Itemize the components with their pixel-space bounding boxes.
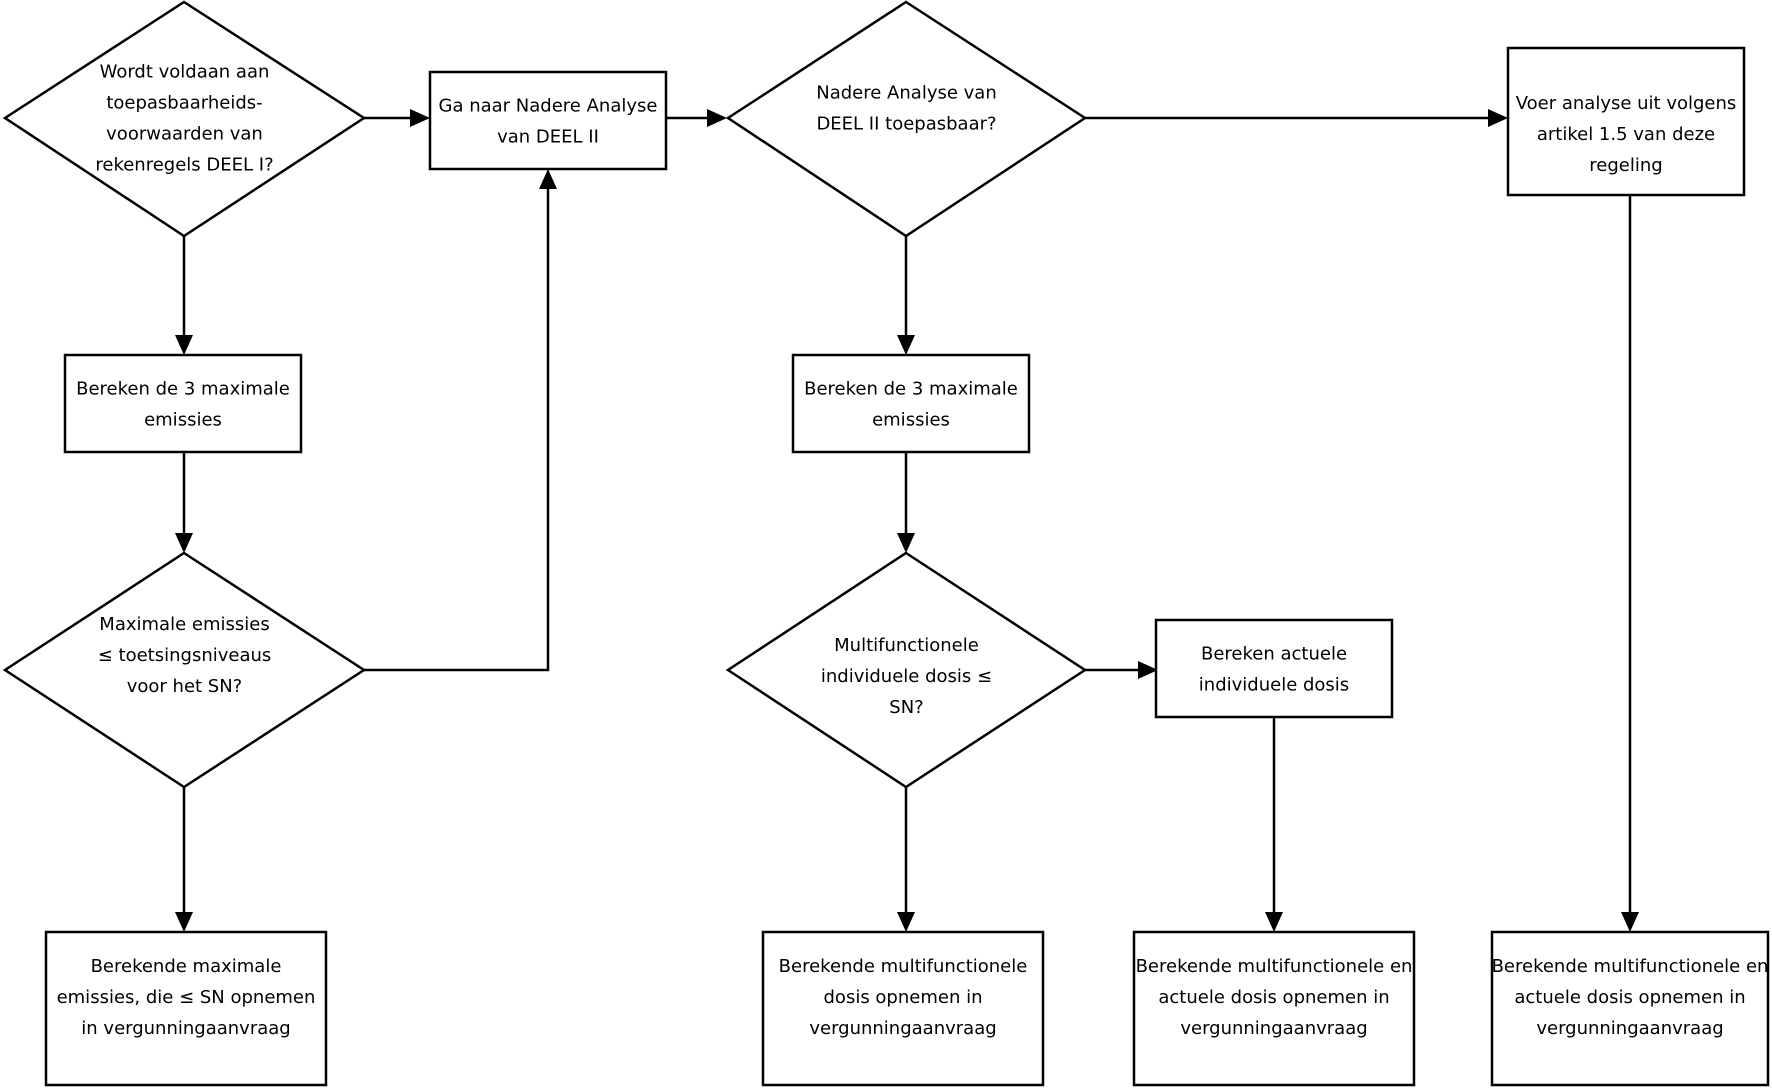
node-label-line: artikel 1.5 van deze (1537, 124, 1715, 145)
node-label-line: Berekende multifunctionele en (1136, 956, 1413, 977)
process-box (1154, 618, 1394, 719)
node-label-line: vergunningaanvraag (1180, 1018, 1367, 1039)
node-label-line: dosis opnemen in (824, 987, 983, 1008)
arrowhead-r3-top (1265, 912, 1283, 932)
node-label-line: Berekende multifunctionele (779, 956, 1028, 977)
process-box (63, 353, 303, 454)
result-box (44, 930, 328, 1087)
arrowhead-analyse-left (1488, 109, 1508, 127)
decision-diamond (2, 551, 367, 789)
node-label: Maximale emissies ≤ toetsingsniveaus voor … (98, 614, 272, 697)
node-label-line: voor het SN? (127, 676, 243, 697)
node-label-line: Bereken actuele (1201, 644, 1347, 665)
node-label-line: rekenregels DEEL I? (95, 155, 273, 176)
process-voer-analyse-uit: Voer analyse uit volgens artikel 1.5 van … (1506, 46, 1746, 197)
node-label-line: emissies, die ≤ SN opnemen (57, 987, 316, 1008)
arrowhead-calc1-top (175, 335, 193, 355)
node-label-line: Wordt voldaan aan (100, 62, 270, 83)
arrowhead-actuele-left (1138, 661, 1158, 679)
node-label-line: regeling (1589, 155, 1662, 176)
process-box (791, 353, 1031, 454)
node-label: Berekende multifunctionele en actuele dos… (1136, 956, 1413, 1039)
node-label-line: Bereken de 3 maximale (76, 379, 290, 400)
node-label: Multifunctionele individuele dosis ≤ SN? (821, 635, 992, 718)
node-label-line: Berekende multifunctionele en (1492, 956, 1769, 977)
process-bereken-maximale-emissies-1: Bereken de 3 maximale emissies (63, 353, 303, 454)
node-label-line: toepasbaarheids- (106, 93, 262, 114)
node-label-line: voorwaarden van (106, 124, 263, 145)
node-label-line: Ga naar Nadere Analyse (439, 96, 658, 117)
arrowhead-d2-left (707, 109, 727, 127)
node-label-line: emissies (872, 410, 950, 431)
decision-diamond (725, 551, 1088, 789)
result-maximale-emissies: Berekende maximale emissies, die ≤ SN opn… (44, 930, 328, 1087)
arrowhead-r1-top (175, 912, 193, 932)
node-label-line: DEEL II toepasbaar? (816, 114, 996, 135)
node-label: Ga naar Nadere Analyse van DEEL II (439, 96, 658, 148)
arrowhead-r4-top (1621, 912, 1639, 932)
decision-diamond (725, 0, 1088, 238)
decision-diamond (2, 0, 367, 238)
node-label-line: van DEEL II (497, 127, 599, 148)
node-label: Berekende maximale emissies, die ≤ SN opn… (57, 956, 316, 1039)
node-label: Bereken actuele individuele dosis (1199, 644, 1349, 696)
node-label: Berekende multifunctionele en actuele dos… (1492, 956, 1769, 1039)
node-label-line: vergunningaanvraag (1536, 1018, 1723, 1039)
node-label-line: actuele dosis opnemen in (1158, 987, 1389, 1008)
node-label: Voer analyse uit volgens artikel 1.5 van … (1516, 93, 1737, 176)
result-multifunctionele-en-actuele-dosis-1: Berekende multifunctionele en actuele dos… (1132, 930, 1416, 1087)
decision-maximale-emissies: Maximale emissies ≤ toetsingsniveaus voor … (2, 551, 367, 789)
process-box (1506, 46, 1746, 197)
arrowhead-goto-left (410, 109, 430, 127)
node-label-line: SN? (889, 697, 923, 718)
node-label-line: emissies (144, 410, 222, 431)
arrowhead-d4-top (897, 533, 915, 553)
arrowhead-r2-top (897, 912, 915, 932)
process-bereken-actuele-dosis: Bereken actuele individuele dosis (1154, 618, 1394, 719)
node-label-line: vergunningaanvraag (809, 1018, 996, 1039)
node-label: Berekende multifunctionele dosis opnemen … (779, 956, 1028, 1039)
node-label-line: Bereken de 3 maximale (804, 379, 1018, 400)
process-bereken-maximale-emissies-2: Bereken de 3 maximale emissies (791, 353, 1031, 454)
result-box (761, 930, 1045, 1087)
node-label-line: individuele dosis (1199, 675, 1349, 696)
result-box (1490, 930, 1770, 1087)
node-label: Bereken de 3 maximale emissies (804, 379, 1018, 431)
connectors (175, 109, 1639, 932)
node-label-line: Voer analyse uit volgens (1516, 93, 1737, 114)
node-label-line: Multifunctionele (834, 635, 979, 656)
process-box (428, 70, 668, 171)
node-label: Wordt voldaan aan toepasbaarheids-voorwaa… (95, 62, 273, 176)
node-label-line: actuele dosis opnemen in (1514, 987, 1745, 1008)
node-label-line: individuele dosis ≤ (821, 666, 992, 687)
node-label-line: in vergunningaanvraag (81, 1018, 290, 1039)
decision-toepasbaarheid-deel-1: Wordt voldaan aan toepasbaarheids-voorwaa… (2, 0, 367, 238)
node-label-line: Maximale emissies (99, 614, 269, 635)
node-label-line: ≤ toetsingsniveaus (98, 645, 272, 666)
node-label: Bereken de 3 maximale emissies (76, 379, 290, 431)
result-multifunctionele-en-actuele-dosis-2: Berekende multifunctionele en actuele dos… (1490, 930, 1770, 1087)
node-label-line: Nadere Analyse van (816, 83, 996, 104)
arrowhead-calc2-top (897, 335, 915, 355)
arrowhead-d3-top (175, 533, 193, 553)
arrowhead-goto-bottom (539, 169, 557, 189)
process-ga-naar-nadere-analyse: Ga naar Nadere Analyse van DEEL II (428, 70, 668, 171)
arrow-d3-to-goto (364, 189, 550, 672)
node-label-line: Berekende maximale (91, 956, 282, 977)
result-box (1132, 930, 1416, 1087)
result-multifunctionele-dosis: Berekende multifunctionele dosis opnemen … (761, 930, 1045, 1087)
decision-multifunctionele-dosis: Multifunctionele individuele dosis ≤ SN? (725, 551, 1088, 789)
